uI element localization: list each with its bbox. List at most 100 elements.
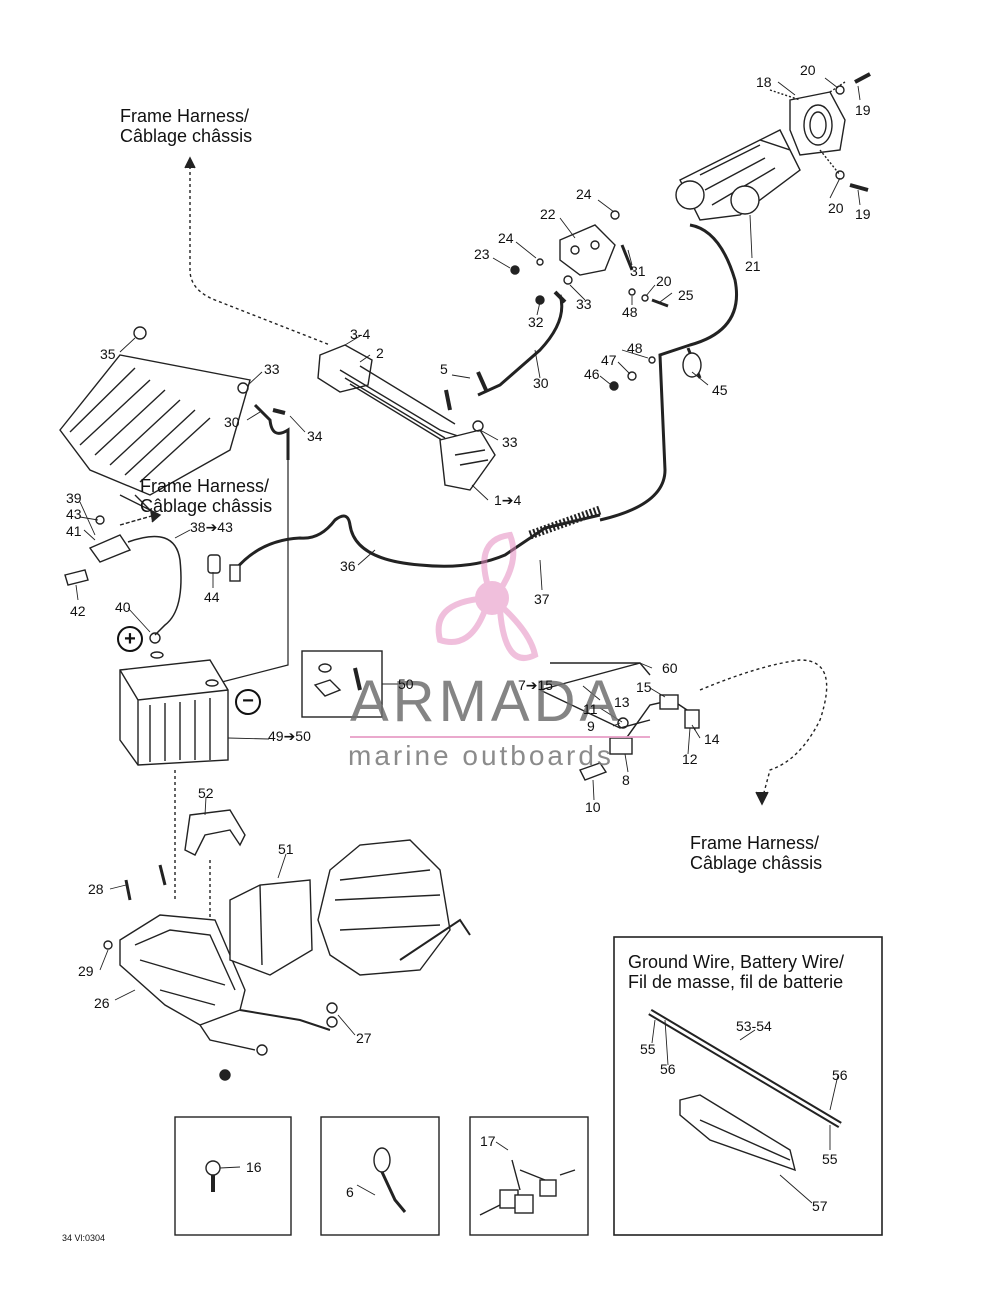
callout: 18 [756, 74, 772, 90]
callout: 20 [800, 62, 816, 78]
callout: 22 [540, 206, 556, 222]
callout: 5 [440, 361, 448, 377]
callout: 23 [474, 246, 490, 262]
callout: 47 [601, 352, 617, 368]
callout: 30 [224, 414, 240, 430]
callout: 55 [640, 1041, 656, 1057]
callout: 55 [822, 1151, 838, 1167]
caption-line: Frame Harness/ [120, 106, 250, 126]
callout: 14 [704, 731, 720, 747]
callout: 16 [246, 1159, 262, 1175]
callout: 8 [622, 772, 630, 788]
callout: 32 [528, 314, 544, 330]
callout: 19 [855, 102, 871, 118]
watermark-propeller [435, 531, 539, 661]
battery-minus-symbol: − [235, 689, 261, 715]
frame-harness-caption-top: Frame Harness/ Câblage châssis [120, 106, 252, 146]
callout: 2 [376, 345, 384, 361]
callout: 42 [70, 603, 86, 619]
watermark-name: ARMADA [350, 669, 623, 734]
harness-arrow-head-1 [184, 156, 196, 169]
footer-code: 34 Vl:0304 [62, 1233, 106, 1243]
callout: 17 [480, 1133, 496, 1149]
callout: 41 [66, 523, 82, 539]
caption-line: Frame Harness/ [690, 833, 820, 853]
box-17 [469, 1116, 589, 1236]
caption-line: Frame Harness/ [140, 476, 270, 496]
frame-harness-caption-middle: Frame Harness/ Câblage châssis [140, 476, 272, 516]
crimp-tool [679, 1094, 796, 1172]
callout: 15 [636, 679, 652, 695]
callout: 56 [660, 1061, 676, 1077]
callout: 56 [832, 1067, 848, 1083]
callout: 9 [587, 718, 595, 734]
callout: 19 [855, 206, 871, 222]
caption-line: Câblage châssis [690, 853, 823, 873]
callout: 36 [340, 558, 356, 574]
caption-line: Câblage châssis [120, 126, 253, 146]
battery-cable-36 [233, 513, 601, 571]
frame-harness-caption-bottom: Frame Harness/ Câblage châssis [690, 833, 822, 873]
callout: 43 [66, 506, 82, 522]
callout: 60 [662, 660, 678, 676]
mount-plate [559, 224, 616, 276]
callout: 21 [745, 258, 761, 274]
callout: 11 [583, 701, 598, 717]
callout: 29 [78, 963, 94, 979]
callout: 57 [812, 1198, 828, 1214]
callout: 20 [828, 200, 844, 216]
callout: 7➔15 [518, 677, 554, 693]
callout: 10 [585, 799, 601, 815]
battery [119, 651, 229, 766]
callout: 12 [682, 751, 698, 767]
engine-cover [317, 839, 451, 976]
callout: 33 [502, 434, 518, 450]
harness-arrow-line-1 [189, 160, 331, 346]
battery-plus-symbol: + [117, 626, 143, 652]
watermark-tagline: marine outboards [348, 740, 614, 771]
battery-cable-main [599, 223, 738, 522]
callout: 35 [100, 346, 116, 362]
callout: 28 [88, 881, 104, 897]
callout: 34 [307, 428, 323, 444]
callout: 13 [614, 694, 630, 710]
box-16 [174, 1116, 292, 1236]
callout: 33 [576, 296, 592, 312]
callout: 26 [94, 995, 110, 1011]
callout: 30 [533, 375, 549, 391]
starter-bracket [789, 91, 846, 156]
callout: 20 [656, 273, 672, 289]
starter-cable-30 [477, 294, 564, 397]
callout: 25 [678, 287, 694, 303]
battery-cover [229, 879, 313, 976]
box-6 [320, 1116, 440, 1236]
callout: 38➔43 [190, 519, 233, 535]
starter-motor [675, 129, 801, 221]
callout: 51 [278, 841, 294, 857]
callout: 45 [712, 382, 728, 398]
callout: 27 [356, 1030, 372, 1046]
callout: 1➔4 [494, 492, 522, 508]
callout: 52 [198, 785, 214, 801]
callout: 24 [498, 230, 514, 246]
caption-line: Ground Wire, Battery Wire/ [628, 952, 845, 972]
callout: 48 [627, 340, 643, 356]
callout: 3-4 [350, 326, 371, 342]
ground-wire-box [613, 936, 883, 1236]
callout: 48 [622, 304, 638, 320]
callout: 49➔50 [268, 728, 311, 744]
callout: 40 [115, 599, 131, 615]
callout: 53-54 [736, 1018, 772, 1034]
callout: 24 [576, 186, 592, 202]
callout: 6 [346, 1184, 354, 1200]
callout: 33 [264, 361, 280, 377]
fuse-holder [88, 534, 132, 563]
caption-line: Fil de masse, fil de batterie [628, 972, 844, 992]
relay-connector-block [317, 344, 496, 491]
callout: 50 [398, 676, 414, 692]
callout: 37 [534, 591, 550, 607]
callout: 39 [66, 490, 82, 506]
callout: 44 [204, 589, 220, 605]
callout: 31 [630, 263, 646, 279]
